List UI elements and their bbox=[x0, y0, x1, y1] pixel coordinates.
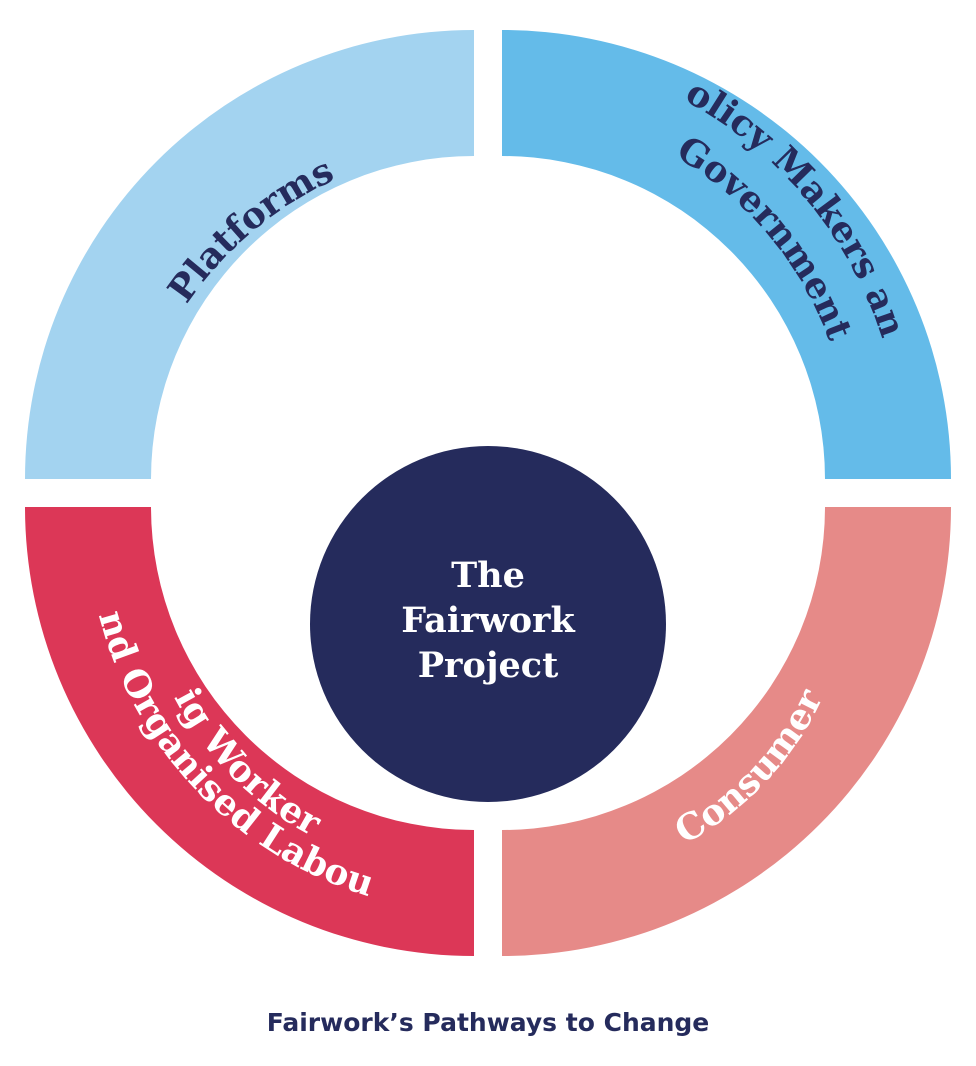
platforms-segment bbox=[25, 30, 474, 479]
pathways-diagram: Platforms Policy Makers and Government C… bbox=[0, 0, 951, 956]
consumers-segment bbox=[502, 507, 951, 956]
diagram-caption: Fairwork’s Pathways to Change bbox=[266, 1008, 710, 1037]
center-title-line2: Fairwork bbox=[401, 600, 575, 641]
center-title-line3: Project bbox=[418, 645, 559, 686]
center-circle bbox=[310, 446, 666, 802]
center-title-line1: The bbox=[451, 555, 525, 596]
gig-workers-segment bbox=[25, 507, 474, 956]
policy-makers-segment bbox=[502, 30, 951, 479]
